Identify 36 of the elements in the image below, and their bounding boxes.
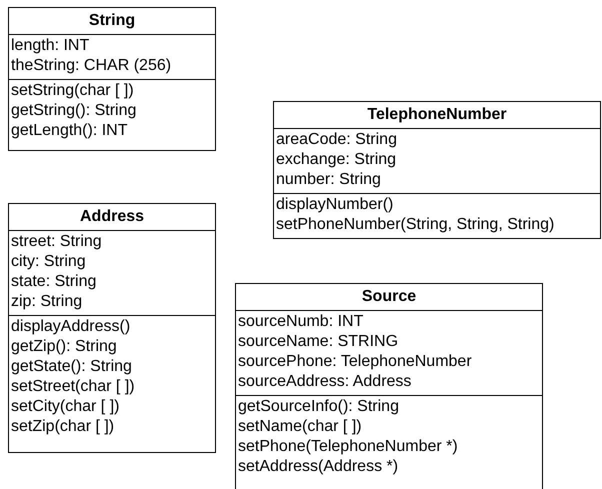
member-text: exchange: String [276, 150, 398, 170]
member-text: setString(char [ ]) [11, 81, 135, 101]
member-text: sourceAddress: Address [238, 372, 412, 392]
member-text: getZip(): String [11, 337, 118, 357]
class-box [235, 283, 543, 489]
member-text: sourcePhone: TelephoneNumber [238, 352, 473, 372]
member-text: displayNumber() [276, 195, 394, 215]
member-text: sourceNumb: INT [238, 312, 364, 332]
member-text: sourceName: STRING [238, 332, 400, 352]
member-text: displayAddress() [11, 317, 132, 337]
member-text: state: String [11, 272, 98, 292]
member-text: setStreet(char [ ]) [11, 377, 136, 397]
member-text: getLength(): INT [11, 121, 128, 141]
member-text: setAddress(Address *) [238, 457, 400, 477]
class-box [8, 7, 216, 151]
member-text: setName(char [ ]) [238, 417, 363, 437]
member-text: setCity(char [ ]) [11, 397, 120, 417]
member-text: street: String [11, 232, 103, 252]
member-text: theString: CHAR (256) [11, 56, 172, 76]
member-text: setPhoneNumber(String, String, String) [276, 215, 556, 235]
class-name: Address [78, 207, 146, 227]
class-name: Source [360, 287, 418, 307]
member-text: setPhone(TelephoneNumber *) [238, 437, 459, 457]
member-text: number: String [276, 170, 382, 190]
class-name: TelephoneNumber [366, 105, 508, 125]
member-text: getString(): String [11, 101, 138, 121]
member-text: areaCode: String [276, 130, 398, 150]
member-text: zip: String [11, 292, 84, 312]
class-box [273, 101, 601, 239]
class-box [8, 203, 216, 453]
class-name: String [88, 11, 136, 31]
member-text: getSourceInfo(): String [238, 397, 400, 417]
member-text: getState(): String [11, 357, 133, 377]
member-text: length: INT [11, 36, 90, 56]
member-text: setZip(char [ ]) [11, 417, 116, 437]
member-text: city: String [11, 252, 87, 272]
